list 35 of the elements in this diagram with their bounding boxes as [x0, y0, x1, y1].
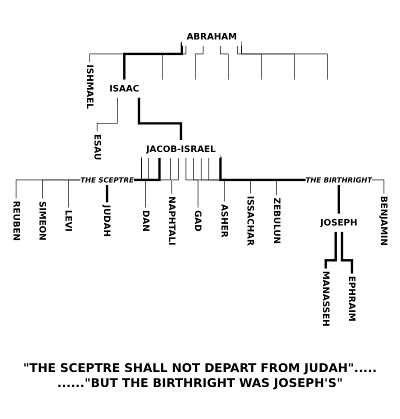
connector [138, 97, 182, 141]
node-text: EPHRAIM [346, 276, 358, 322]
connector [208, 157, 278, 196]
connector [340, 232, 354, 274]
connector [220, 45, 229, 80]
connector [96, 97, 118, 132]
connector [237, 45, 262, 80]
node-text: LEVI [63, 210, 74, 232]
node-text: JACOB-ISRAEL [146, 143, 216, 154]
node-text: ASHER [219, 204, 230, 238]
node-text: ISHMAEL [84, 64, 96, 109]
node-text: SIMEON [37, 200, 48, 240]
quotation-note: ......"BUT THE BIRTHRIGHT WAS JOSEPH'S" [56, 376, 344, 390]
connector [324, 232, 337, 270]
node-text: ZEBULUN [272, 197, 282, 244]
connector [193, 157, 225, 202]
connector [200, 157, 251, 194]
node-text: BENJAMIN [378, 196, 390, 246]
node-text: DAN [140, 210, 152, 232]
quotation-note: "THE SCEPTRE SHALL NOT DEPART FROM JUDAH"..... [22, 361, 378, 375]
node-text: ISSACHAR [245, 196, 256, 246]
connector [162, 45, 186, 80]
node-text: JUDAH [102, 204, 112, 237]
node-text: REUBEN [10, 200, 22, 241]
connector [172, 157, 179, 194]
node-text: GAD [192, 210, 204, 232]
node-text: ISAAC [109, 82, 140, 94]
connector [123, 42, 184, 81]
node-text: MANASSEH [320, 270, 332, 326]
connector [145, 157, 171, 208]
node-text: NAPHTALI [166, 196, 178, 246]
connector [194, 45, 204, 80]
connector [186, 157, 198, 208]
node-text: JOSEPH [320, 217, 358, 228]
node-text: ESAU [92, 134, 103, 160]
